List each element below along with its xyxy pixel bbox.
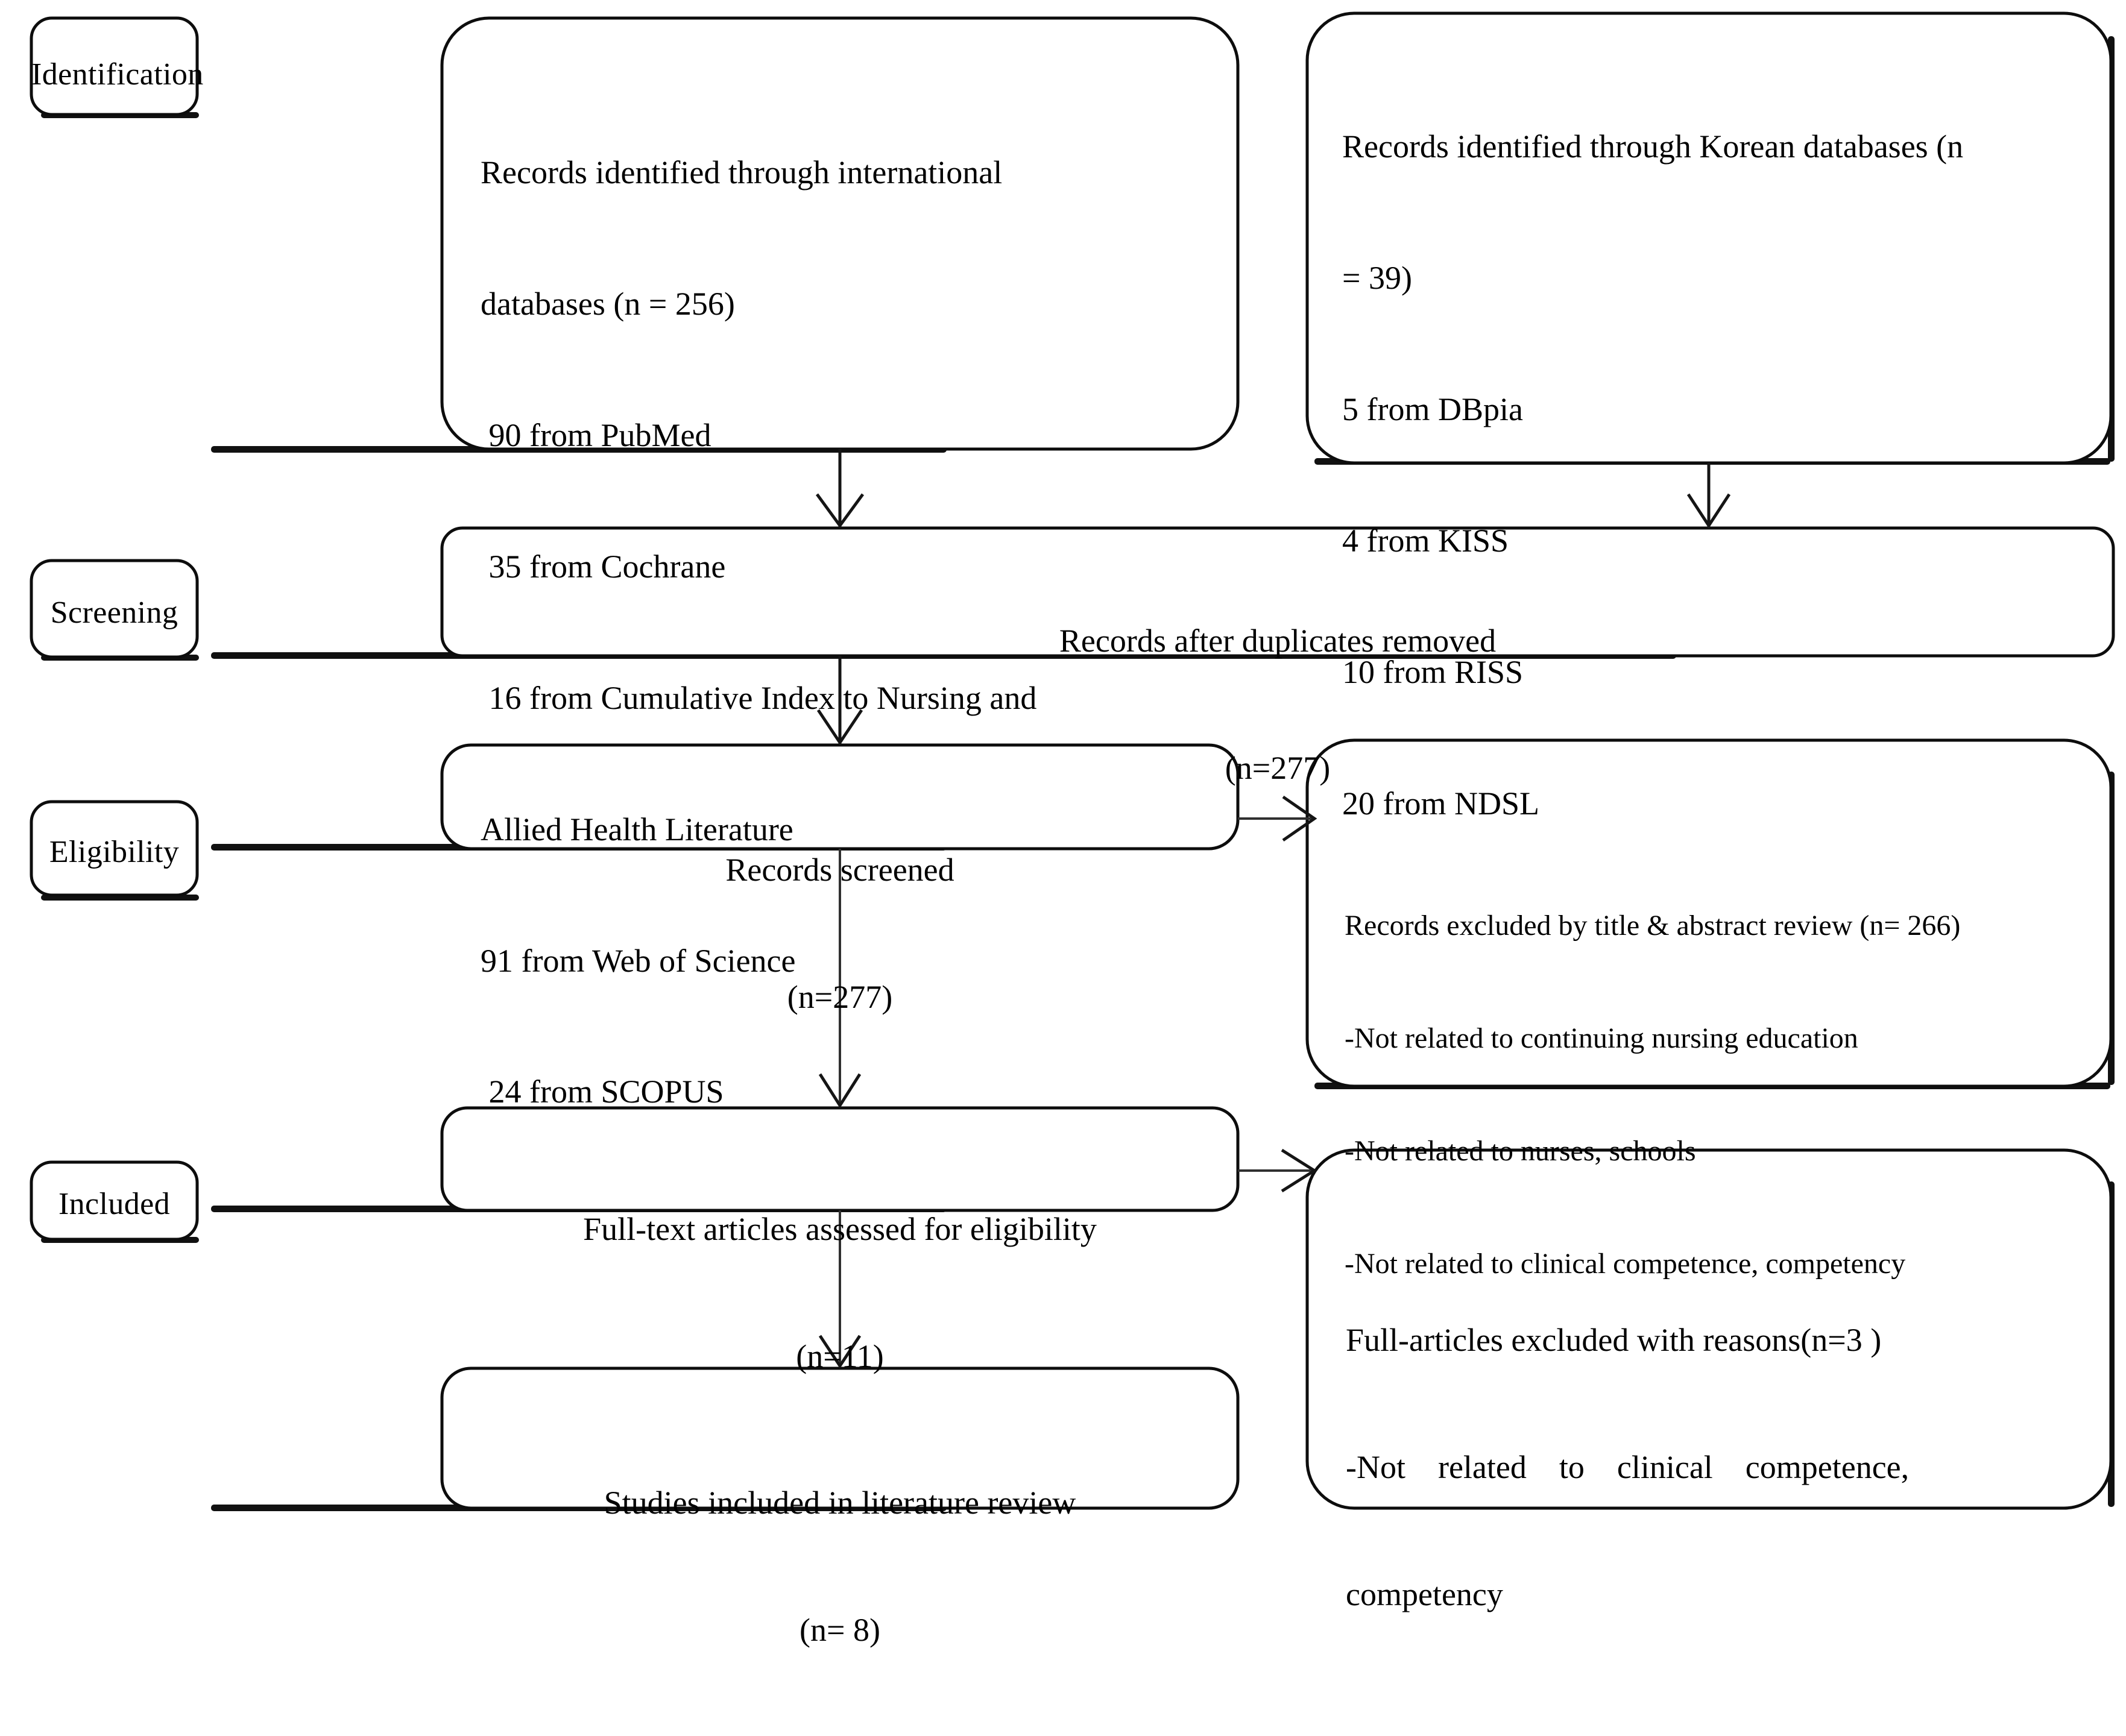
node-text-excluded-fulltext: Full-articles excluded with reasons(n=3 … xyxy=(1346,1234,2078,1700)
node-text-records-screened: Records screened (n=277) xyxy=(442,764,1238,1103)
stage-label-screening: Screening xyxy=(50,596,178,630)
international-line-4: 35 from Cochrane xyxy=(481,548,726,585)
prisma-flow-diagram: Identification Screening Eligibility Inc… xyxy=(30,11,2122,1648)
after-duplicates-title: Records after duplicates removed xyxy=(1059,623,1497,659)
node-box-excluded-fulltext xyxy=(1305,1148,2113,1510)
excluded-fulltext-heading: Full-articles excluded with reasons(n=3 … xyxy=(1346,1322,1882,1359)
korean-line-6: 20 from NDSL xyxy=(1342,785,1539,822)
excluded-title-abstract-reason-2: -Not related to nurses, schools xyxy=(1345,1135,1696,1168)
excluded-title-abstract-heading: Records excluded by title & abstract rev… xyxy=(1345,909,1961,942)
connector-korean-to-duplicates xyxy=(1686,463,1731,529)
node-text-excluded-title-abstract: Records excluded by title & abstract rev… xyxy=(1345,832,2122,1358)
connector-duplicates-to-screened xyxy=(816,656,863,746)
stage-box-eligibility xyxy=(30,800,199,897)
stage-box-included xyxy=(30,1160,199,1241)
international-line-2: databases (n = 256) xyxy=(481,286,735,322)
excluded-fulltext-reason-line-2: competency xyxy=(1346,1576,1503,1612)
korean-line-1: Records identified through Korean databa… xyxy=(1342,128,1964,165)
after-duplicates-count: (n=277) xyxy=(1225,749,1331,786)
international-line-8: 24 from SCOPUS xyxy=(481,1074,724,1110)
fulltext-assessed-count: (n=11) xyxy=(796,1338,884,1374)
connector-fulltext-to-excluded xyxy=(1238,1148,1317,1193)
studies-included-title: Studies included in literature review xyxy=(604,1485,1076,1521)
stage-label-included: Included xyxy=(58,1187,171,1221)
fulltext-assessed-title: Full-text articles assessed for eligibil… xyxy=(583,1211,1097,1248)
stage-label-identification: Identification xyxy=(31,57,204,92)
connector-screened-to-fulltext xyxy=(818,849,862,1109)
connector-fulltext-to-included xyxy=(818,1210,862,1369)
stage-box-screening xyxy=(30,559,199,659)
connector-international-to-duplicates xyxy=(815,449,865,529)
node-text-fulltext-assessed: Full-text articles assessed for eligibil… xyxy=(442,1124,1238,1462)
korean-line-2: = 39) xyxy=(1342,260,1412,297)
international-line-7: 91 from Web of Science xyxy=(481,942,796,979)
international-line-3: 90 from PubMed xyxy=(481,417,711,453)
node-text-after-duplicates: Records after duplicates removed (n=277) xyxy=(442,535,2113,874)
node-box-excluded-title-abstract xyxy=(1305,738,2113,1088)
korean-line-4: 4 from KISS xyxy=(1342,522,1509,559)
korean-line-5: 10 from RISS xyxy=(1342,653,1524,690)
node-text-international-records: Records identified through international… xyxy=(481,63,1222,1201)
international-line-6: Allied Health Literature xyxy=(481,811,793,848)
international-line-5: 16 from Cumulative Index to Nursing and xyxy=(481,679,1037,716)
stage-box-identification xyxy=(30,16,199,116)
excluded-fulltext-reason-line-1: -Not related to clinical competence, xyxy=(1346,1448,1910,1485)
records-screened-count: (n=277) xyxy=(787,978,893,1015)
connector-screened-to-excluded xyxy=(1238,795,1317,842)
excluded-title-abstract-reason-3: -Not related to clinical competence, com… xyxy=(1345,1248,1906,1280)
international-line-1: Records identified through international xyxy=(481,154,1003,191)
diagram-canvas xyxy=(30,11,2115,1511)
records-screened-title: Records screened xyxy=(725,852,954,888)
node-text-korean-records: Records identified through Korean databa… xyxy=(1342,37,2108,913)
node-box-after-duplicates xyxy=(440,526,2115,658)
korean-line-3: 5 from DBpia xyxy=(1342,391,1523,427)
studies-included-count: (n= 8) xyxy=(800,1611,880,1648)
stage-label-eligibility: Eligibility xyxy=(49,835,180,869)
excluded-title-abstract-reason-1: -Not related to continuing nursing educa… xyxy=(1345,1022,1858,1054)
node-text-studies-included: Studies included in literature review (n… xyxy=(442,1397,1238,1736)
